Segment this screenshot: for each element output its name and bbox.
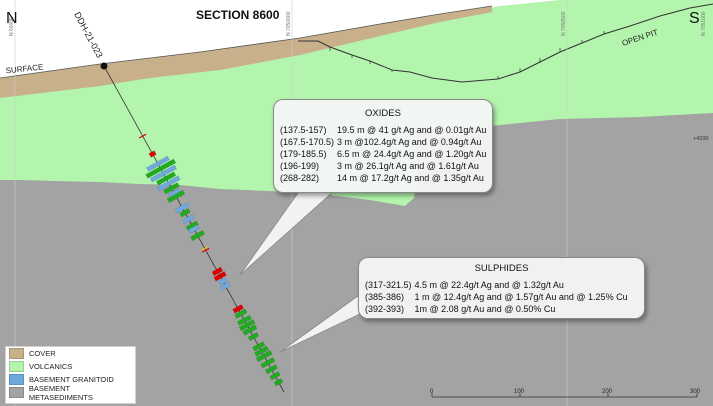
- interval-bar: [273, 378, 284, 387]
- legend-item: VOLCANICS: [6, 360, 135, 373]
- south-label: S: [689, 10, 700, 27]
- grid-label-2: N 7050000: [286, 11, 292, 36]
- table-row: (167.5-170.5)3 m @102.4g/t Ag and @ 0.94…: [280, 136, 489, 148]
- interval-cell: (268-282): [280, 173, 320, 183]
- legend-label: COVER: [29, 349, 56, 358]
- interval-bar: [182, 214, 196, 225]
- sulphides-table: (317-321.5)4.5 m @ 22.4g/t Ag and @ 1.32…: [365, 279, 631, 315]
- interval-bar: [148, 150, 157, 158]
- interval-bar: [190, 229, 206, 242]
- cover-unit: [0, 6, 492, 98]
- scale-tick-label: 100: [514, 389, 525, 395]
- assay-cell: 14 m @ 17.2g/t Ag and @ 1.35g/t Au: [337, 173, 484, 183]
- legend-swatch-cover: [9, 348, 24, 359]
- interval-bar: [252, 341, 266, 352]
- interval-bar: [264, 364, 278, 375]
- surface-line: [0, 5, 493, 79]
- interval-marker: [201, 247, 210, 253]
- interval-bar: [185, 220, 199, 231]
- section-title: SECTION 8600: [196, 8, 280, 22]
- interval-bar: [242, 324, 258, 336]
- drillhole-collar: [100, 62, 108, 70]
- interval-cell: (317-321.5): [365, 280, 412, 290]
- interval-cell: (137.5-157): [280, 125, 327, 135]
- interval-bar: [254, 345, 269, 357]
- interval-bar: [149, 164, 177, 183]
- assay-cell: 1 m @ 12.4g/t Ag and @ 1.57g/t Au and @ …: [414, 292, 628, 302]
- scale-bar: 0 100 200 300: [430, 389, 701, 398]
- interval-marker: [138, 133, 147, 139]
- interval-bar: [217, 277, 228, 286]
- interval-cell: (385-386): [365, 292, 405, 302]
- interval-bar: [219, 281, 232, 291]
- interval-bar: [145, 158, 177, 179]
- open-pit-steps: [329, 31, 605, 79]
- interval-bar: [146, 155, 170, 172]
- legend-swatch-volcanics: [9, 361, 24, 372]
- interval-bar: [260, 357, 276, 369]
- grid-label-1: N 6000E: [9, 16, 15, 36]
- legend-label: BASEMENT GRANITOID: [29, 375, 114, 384]
- legend-label: BASEMENT METASEDIMENTS: [28, 383, 93, 402]
- oxides-title: OXIDES: [365, 108, 401, 119]
- interval-bar: [269, 371, 281, 381]
- interval-bar: [156, 175, 181, 192]
- interval-bar: [236, 314, 252, 326]
- assay-cell: 19.5 m @ 41 g/t Ag and @ 0.01g/t Au: [337, 125, 487, 135]
- table-row: (179-185.5) 6.5 m @ 24.4g/t Ag and @ 1.20…: [280, 148, 489, 160]
- assay-cell: 4.5 m @ 22.4g/t Ag and @ 1.32g/t Au: [414, 280, 564, 290]
- table-row: (268-282) 14 m @ 17.2g/t Ag and @ 1.35g/t…: [280, 172, 489, 184]
- interval-bar: [179, 208, 191, 218]
- table-row: (196-199) 3 m @ 26.1g/t Ag and @ 1.61g/t …: [280, 160, 489, 172]
- legend: COVER VOLCANICS BASEMENT GRANITOID BASEM…: [5, 346, 136, 404]
- interval-bar: [211, 266, 224, 276]
- oxides-callout: OXIDES (137.5-157) 19.5 m @ 41 g/t Ag and…: [273, 99, 493, 193]
- legend-label: VOLCANICS: [29, 362, 73, 371]
- assay-cell: 3 m @ 26.1g/t Ag and @ 1.61g/t Au: [337, 161, 479, 171]
- surface-label: SURFACE: [5, 62, 44, 75]
- north-label: N: [6, 10, 18, 27]
- legend-item: COVER: [6, 347, 135, 360]
- interval-bar: [166, 189, 186, 203]
- interval-bar: [174, 202, 190, 214]
- interval-bar: [255, 350, 273, 363]
- table-row: (392-393) 1m @ 2.08 g/t Au and @ 0.50% Cu: [365, 303, 631, 315]
- interval-bar: [156, 171, 177, 186]
- legend-swatch-metasediments: [9, 387, 24, 398]
- scale-tick-label: 200: [602, 389, 613, 395]
- sulphides-callout: SULPHIDES (317-321.5)4.5 m @ 22.4g/t Ag …: [358, 257, 645, 319]
- table-row: (137.5-157) 19.5 m @ 41 g/t Ag and @ 0.01…: [280, 124, 489, 136]
- assay-intervals: [138, 133, 284, 387]
- assay-cell: 1m @ 2.08 g/t Au and @ 0.50% Cu: [414, 304, 556, 314]
- interval-bar: [238, 319, 256, 332]
- legend-swatch-granitoid: [9, 374, 24, 385]
- assay-cell: 3 m @102.4g/t Ag and @ 0.94g/t Au: [337, 137, 482, 147]
- table-row: (317-321.5)4.5 m @ 22.4g/t Ag and @ 1.32…: [365, 279, 631, 291]
- grid-label-4: N 7051000: [701, 11, 707, 36]
- legend-item: BASEMENT GRANITOID: [6, 373, 135, 386]
- scale-tick-label: 300: [690, 389, 701, 395]
- interval-bar: [213, 271, 227, 282]
- sulphides-title: SULPHIDES: [474, 263, 529, 274]
- interval-bar: [232, 304, 244, 314]
- interval-bar: [234, 308, 248, 319]
- legend-item: BASEMENT METASEDIMENTS: [6, 383, 135, 402]
- interval-bar: [247, 331, 260, 342]
- interval-bar: [163, 182, 180, 195]
- grid-label-3: N 7050500: [561, 11, 567, 36]
- elevation-tick-label: +4200: [693, 136, 708, 142]
- scale-tick-label: 0: [430, 389, 434, 395]
- assay-cell: 6.5 m @ 24.4g/t Ag and @ 1.20g/t Au: [337, 149, 487, 159]
- oxides-table: (137.5-157) 19.5 m @ 41 g/t Ag and @ 0.01…: [280, 124, 489, 184]
- interval-cell: (196-199): [280, 161, 320, 171]
- interval-cell: (167.5-170.5): [280, 137, 335, 147]
- interval-cell: (179-185.5): [280, 149, 327, 159]
- table-row: (385-386) 1 m @ 12.4g/t Ag and @ 1.57g/t …: [365, 291, 631, 303]
- interval-cell: (392-393): [365, 304, 405, 314]
- interval-marker: [201, 246, 209, 252]
- interval-bar: [188, 224, 200, 234]
